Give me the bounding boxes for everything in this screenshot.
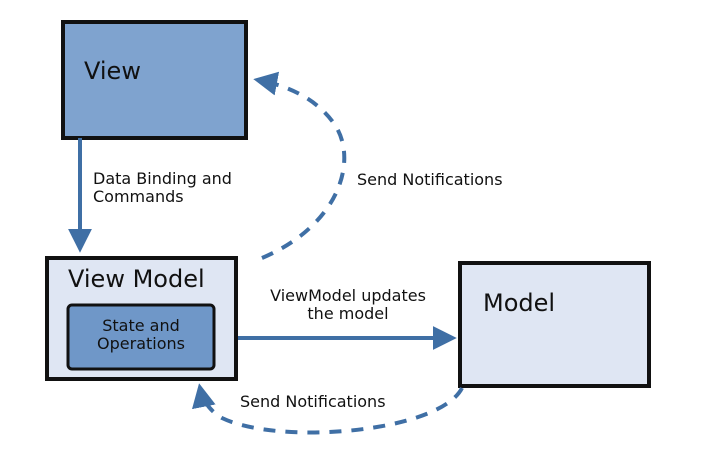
state-operations-label-line1: State and <box>102 316 180 335</box>
send-notifications-bottom-label: Send Notifications <box>240 392 386 411</box>
send-notifications-bottom-arrow <box>192 383 464 435</box>
data-binding-label-line2: Commands <box>93 187 184 207</box>
state-operations-label: State and Operations <box>68 316 214 354</box>
state-operations-label-line2: Operations <box>97 334 185 354</box>
view-model-box-label: View Model <box>68 265 205 293</box>
view-box <box>61 20 248 140</box>
data-binding-label: Data Binding and Commands <box>93 169 232 207</box>
send-notifications-top-label: Send Notifications <box>357 170 503 189</box>
data-binding-label-line1: Data Binding and <box>93 169 232 188</box>
view-box-label: View <box>84 57 141 85</box>
viewmodel-updates-label-line1: ViewModel updates <box>270 286 426 305</box>
model-box-label: Model <box>483 289 556 317</box>
viewmodel-updates-label: ViewModel updates the model <box>248 286 448 324</box>
state-operations-box <box>66 303 216 371</box>
viewmodel-updates-label-line2: the model <box>307 304 389 324</box>
send-notifications-top-arrow <box>253 71 347 260</box>
model-box <box>458 261 651 388</box>
